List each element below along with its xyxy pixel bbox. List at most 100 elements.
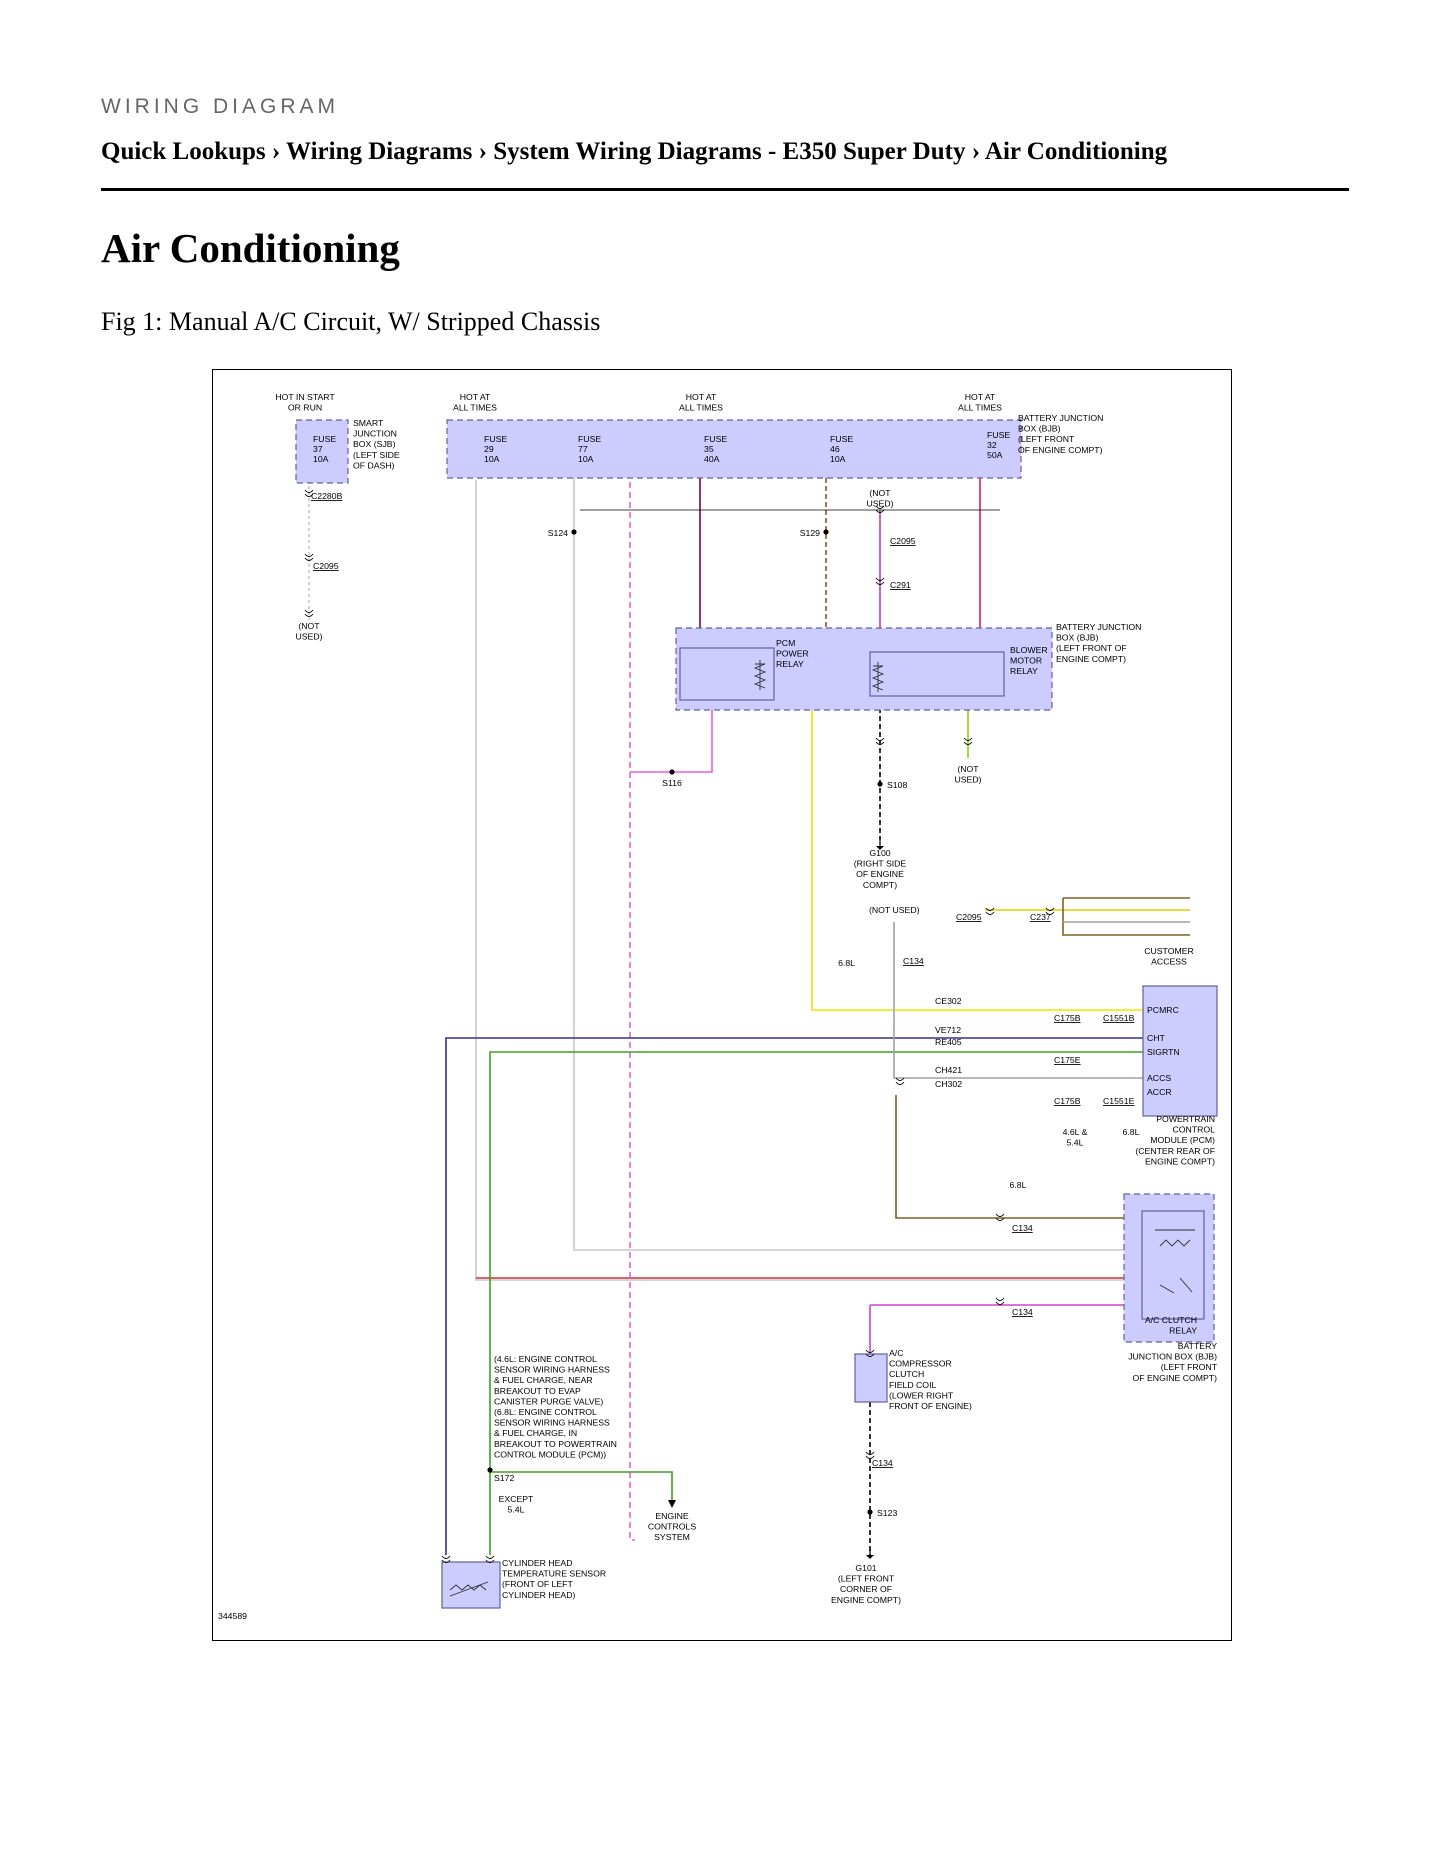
thermistor-icon <box>449 1581 489 1597</box>
bjb-label: OF ENGINE COMPT) <box>1133 1373 1218 1383</box>
cht-sensor-label: CYLINDER HEAD <box>502 1558 572 1568</box>
pcm-module-label: ENGINE COMPT) <box>1145 1156 1215 1166</box>
ground-g100-label: OF ENGINE <box>856 869 904 879</box>
fuse-label: 10A <box>830 454 846 464</box>
fuse-label: 50A <box>987 450 1003 460</box>
fuse-label: 10A <box>578 454 594 464</box>
splice-label: S116 <box>662 778 682 788</box>
connector-icon <box>875 577 885 585</box>
bjb-label: ENGINE COMPT) <box>1056 654 1126 664</box>
fuse-label: 77 <box>578 444 588 454</box>
pcm-module-label: MODULE (PCM) <box>1150 1135 1215 1145</box>
fuse-label: FUSE <box>704 434 727 444</box>
cht-sensor-label: CYLINDER HEAD) <box>502 1590 575 1600</box>
ground-g101-label: G101 <box>855 1563 876 1573</box>
connector-label: C237 <box>1030 912 1051 922</box>
ground-g101-label: ENGINE COMPT) <box>831 1595 901 1605</box>
fuse-label: 37 <box>313 444 323 454</box>
connector-icon <box>304 489 314 497</box>
hot-at-all-times-label: HOT AT <box>460 392 491 402</box>
hot-at-all-times-label: ALL TIMES <box>958 403 1002 413</box>
compressor-clutch-label: COMPRESSOR <box>889 1359 952 1369</box>
wire-layer <box>308 430 1190 1555</box>
pcm-pin-label: SIGRTN <box>1147 1047 1180 1057</box>
not-used-label: (NOT <box>869 488 891 498</box>
ground-g101-icon <box>866 1549 874 1559</box>
hot-at-all-times-label: HOT AT <box>686 392 717 402</box>
connector-icon <box>304 553 314 561</box>
ground-g100-label: G100 <box>869 848 890 858</box>
not-used-label: USED) <box>295 632 322 642</box>
connector-icon <box>985 907 995 915</box>
hot-at-all-times-label: ALL TIMES <box>453 403 497 413</box>
sjb-label: JUNCTION <box>353 429 397 439</box>
wire-gry-vio <box>630 710 713 773</box>
ground-g100-label: COMPT) <box>863 880 897 890</box>
harness-note: (6.8L: ENGINE CONTROL <box>494 1407 597 1417</box>
document-kicker: WIRING DIAGRAM <box>101 95 339 118</box>
connector-icon <box>995 1213 1005 1221</box>
smart-junction-box <box>295 419 349 484</box>
harness-note: BREAKOUT TO POWERTRAIN <box>494 1439 617 1449</box>
splice-s124 <box>571 529 577 535</box>
pcm-module-label: POWERTRAIN <box>1156 1114 1215 1124</box>
connector-label: C2095 <box>313 561 339 571</box>
not-used-label: (NOT <box>957 764 979 774</box>
pcm-pin-label: ACCR <box>1147 1087 1172 1097</box>
relay-coil-icon <box>753 660 767 690</box>
fuse-label: FUSE <box>987 430 1010 440</box>
bjb-label: BATTERY JUNCTION <box>1056 622 1141 632</box>
connector-icon <box>1045 907 1055 915</box>
splice-label: S172 <box>494 1473 514 1483</box>
splice-label: S108 <box>887 780 907 790</box>
connector-label: C291 <box>890 580 911 590</box>
sjb-label: (LEFT SIDE <box>353 450 400 460</box>
splice-label: S123 <box>877 1508 897 1518</box>
ac-clutch-relay <box>1141 1210 1205 1320</box>
except-label: 5.4L <box>508 1505 525 1515</box>
connector-icon <box>995 1297 1005 1305</box>
connector-label: C175B <box>1054 1096 1081 1106</box>
pcm-pin-label: ACCS <box>1147 1073 1171 1083</box>
wire-gry-red-upper <box>475 480 1135 1281</box>
engine-variant-label: 6.8L <box>1010 1180 1027 1190</box>
connector-label: C175B <box>1054 1013 1081 1023</box>
connector-label: C134 <box>903 956 924 966</box>
harness-note: BREAKOUT TO EVAP <box>494 1386 581 1396</box>
bjb-label: OF ENGINE COMPT) <box>1018 445 1103 455</box>
arrow-icon <box>668 1500 676 1508</box>
not-used-label: USED) <box>954 775 981 785</box>
diagram-frame <box>212 369 1232 1641</box>
breadcrumb[interactable]: Quick Lookups › Wiring Diagrams › System… <box>101 138 1168 165</box>
engine-controls-label: CONTROLS <box>648 1522 696 1532</box>
compressor-clutch-label: CLUTCH <box>889 1369 924 1379</box>
connector-icon <box>865 1349 875 1357</box>
fuse-label: FUSE <box>484 434 507 444</box>
wire-blu-gry <box>445 1037 1143 1555</box>
not-used-label: (NOT <box>298 621 320 631</box>
pcm-module-label: CONTROL <box>1173 1125 1216 1135</box>
wire-gry-vio-dashed <box>629 432 635 1541</box>
connector-label: C134 <box>1012 1307 1033 1317</box>
cht-sensor-label: TEMPERATURE SENSOR <box>502 1569 606 1579</box>
header-divider <box>101 188 1349 191</box>
connector-label: C134 <box>1012 1223 1033 1233</box>
pcm-power-relay <box>679 647 775 701</box>
wire-grn-wht-engine <box>490 1471 673 1500</box>
not-used-label: (NOT USED) <box>869 905 920 915</box>
connector-label: C1551E <box>1103 1096 1135 1106</box>
bjb-label: BOX (BJB) <box>1018 424 1061 434</box>
bjb-label: (LEFT FRONT <box>1161 1362 1218 1372</box>
bjb-label: (LEFT FRONT OF <box>1056 643 1127 653</box>
pcm-pin-label: CHT <box>1147 1033 1166 1043</box>
ground-g101-label: (LEFT FRONT <box>838 1574 895 1584</box>
relay-coil-icon <box>871 662 885 692</box>
splice-s116 <box>669 769 675 775</box>
cht-sensor-label: (FRONT OF LEFT <box>502 1579 573 1589</box>
splice-s108 <box>877 781 883 787</box>
splice-label: S124 <box>548 528 568 538</box>
page-title: Air Conditioning <box>101 225 400 271</box>
connector-icon <box>963 737 973 745</box>
engine-variant-label: 5.4L <box>1067 1138 1084 1148</box>
